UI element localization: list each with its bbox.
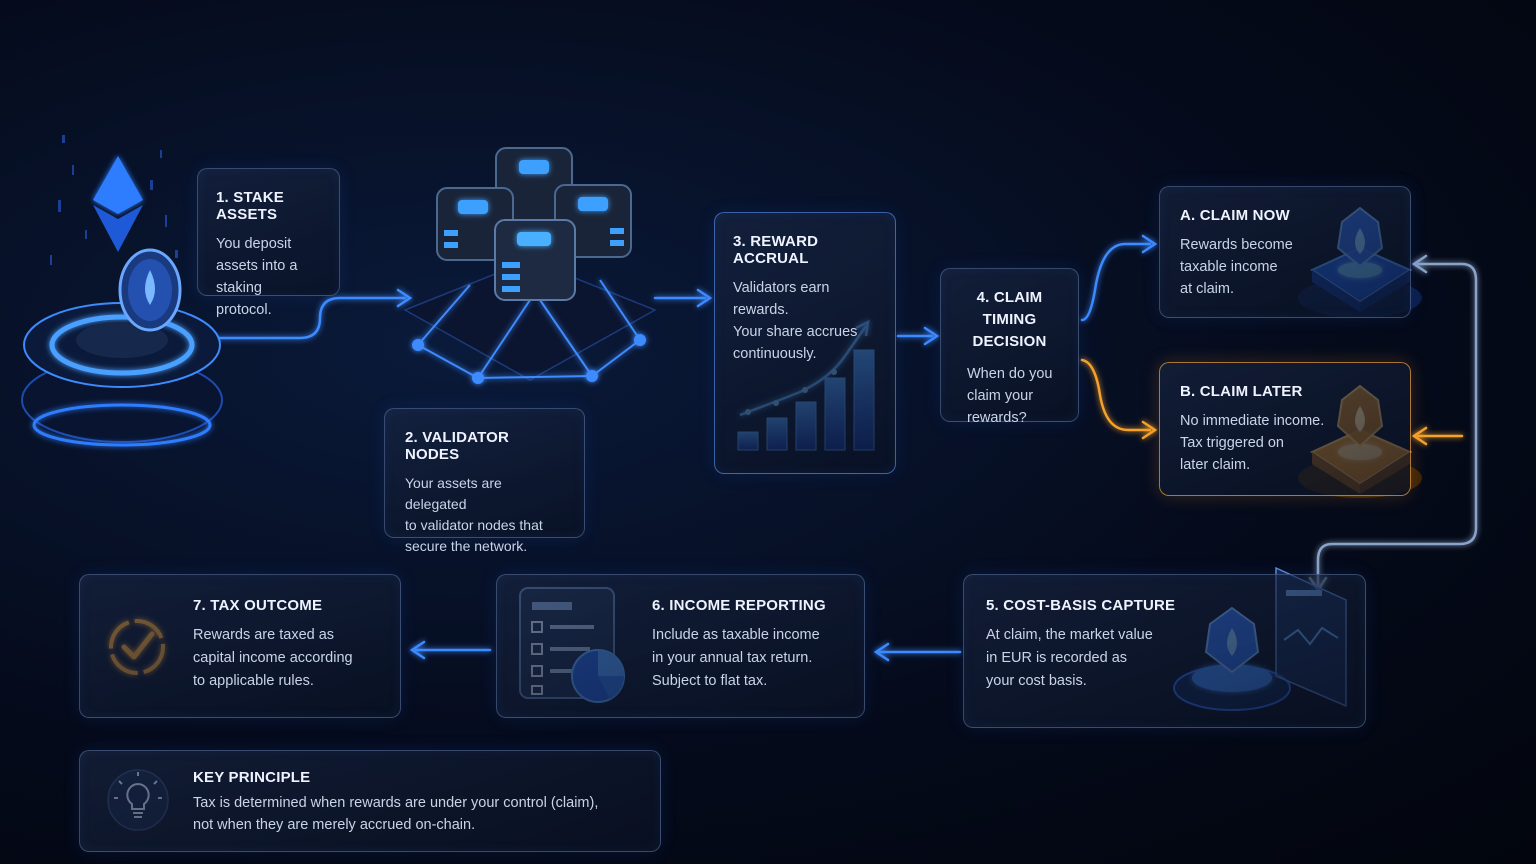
step-tax-body-line: to applicable rules. — [193, 673, 314, 689]
step-validator-body-line: secure the network. — [405, 538, 528, 554]
step-reward-card: 3. REWARD ACCRUAL Validators earn reward… — [714, 212, 896, 474]
claim-now-title: A. CLAIM NOW — [1180, 207, 1290, 224]
step-income-card: 6. INCOME REPORTING Include as taxable i… — [496, 574, 865, 718]
step-stake-body-line: assets into a — [216, 258, 298, 274]
step-tax-card: 7. TAX OUTCOME Rewards are taxed as capi… — [79, 574, 401, 718]
step-costbasis-title: 5. COST-BASIS CAPTURE — [986, 597, 1176, 614]
step-stake-card: 1. STAKE ASSETS You deposit assets into … — [197, 168, 340, 318]
step-validator-body-line: Your assets are delegated — [405, 475, 502, 512]
key-principle-card: KEY PRINCIPLE Tax is determined when rew… — [79, 750, 661, 852]
step-decision-body-line: rewards? — [967, 410, 1027, 426]
claim-now-body-line: Rewards become — [1180, 237, 1293, 253]
step-validator-body-line: to validator nodes that — [405, 517, 543, 533]
claim-later-card: B. CLAIM LATER No immediate income. Tax … — [1159, 362, 1411, 496]
step-tax-body-line: Rewards are taxed as — [193, 627, 335, 643]
step-reward-body-line: continuously. — [733, 346, 817, 362]
step-decision-body-line: claim your — [967, 388, 1034, 404]
step-income-body-line: Subject to flat tax. — [652, 673, 768, 689]
step-income-body-line: in your annual tax return. — [652, 650, 813, 666]
arrow-decision-to-claim-later — [1080, 358, 1152, 432]
step-reward-body-line: Validators earn rewards. — [733, 280, 830, 318]
step-stake-body-line: You deposit — [216, 236, 292, 252]
claim-now-card: A. CLAIM NOW Rewards become taxable inco… — [1159, 186, 1411, 318]
claim-later-body-line: Tax triggered on — [1180, 435, 1284, 451]
step-decision-title-line: DECISION — [972, 333, 1047, 350]
step-validator-title: 2. VALIDATOR NODES — [405, 429, 510, 463]
ethereum-coin-icon — [21, 135, 223, 447]
step-decision-card: 4. CLAIM TIMING DECISION When do you cla… — [940, 268, 1079, 426]
claim-now-body-line: taxable income — [1180, 259, 1278, 275]
step-reward-title: 3. REWARD ACCRUAL — [733, 233, 819, 267]
step-costbasis-body-line: in EUR is recorded as — [986, 650, 1128, 666]
arrow-decision-to-claim-now — [1080, 242, 1152, 322]
step-validator-card: 2. VALIDATOR NODES Your assets are deleg… — [384, 408, 585, 554]
step-reward-body-line: Your share accrues — [733, 324, 858, 340]
step-costbasis-card: 5. COST-BASIS CAPTURE At claim, the mark… — [963, 574, 1366, 728]
validator-cubes-icon — [403, 147, 657, 384]
step-decision-body-line: When do you — [967, 366, 1053, 382]
step-costbasis-body-line: At claim, the market value — [986, 627, 1153, 643]
key-principle-title: KEY PRINCIPLE — [193, 769, 311, 786]
step-income-title: 6. INCOME REPORTING — [652, 597, 826, 614]
step-stake-title: 1. STAKE ASSETS — [216, 189, 285, 223]
step-income-body-line: Include as taxable income — [652, 627, 820, 643]
key-principle-body-line: not when they are merely accrued on-chai… — [193, 817, 476, 833]
claim-later-body-line: later claim. — [1180, 457, 1251, 473]
claim-now-body-line: at claim. — [1180, 281, 1234, 297]
step-tax-body-line: capital income according — [193, 650, 353, 666]
step-tax-title: 7. TAX OUTCOME — [193, 597, 323, 614]
claim-later-title: B. CLAIM LATER — [1180, 383, 1303, 400]
step-costbasis-body-line: your cost basis. — [986, 673, 1087, 689]
key-principle-body-line: Tax is determined when rewards are under… — [193, 795, 599, 811]
step-decision-title-line: 4. CLAIM TIMING — [976, 289, 1043, 328]
step-stake-body-line: staking protocol. — [216, 280, 272, 318]
claim-later-body-line: No immediate income. — [1180, 413, 1325, 429]
